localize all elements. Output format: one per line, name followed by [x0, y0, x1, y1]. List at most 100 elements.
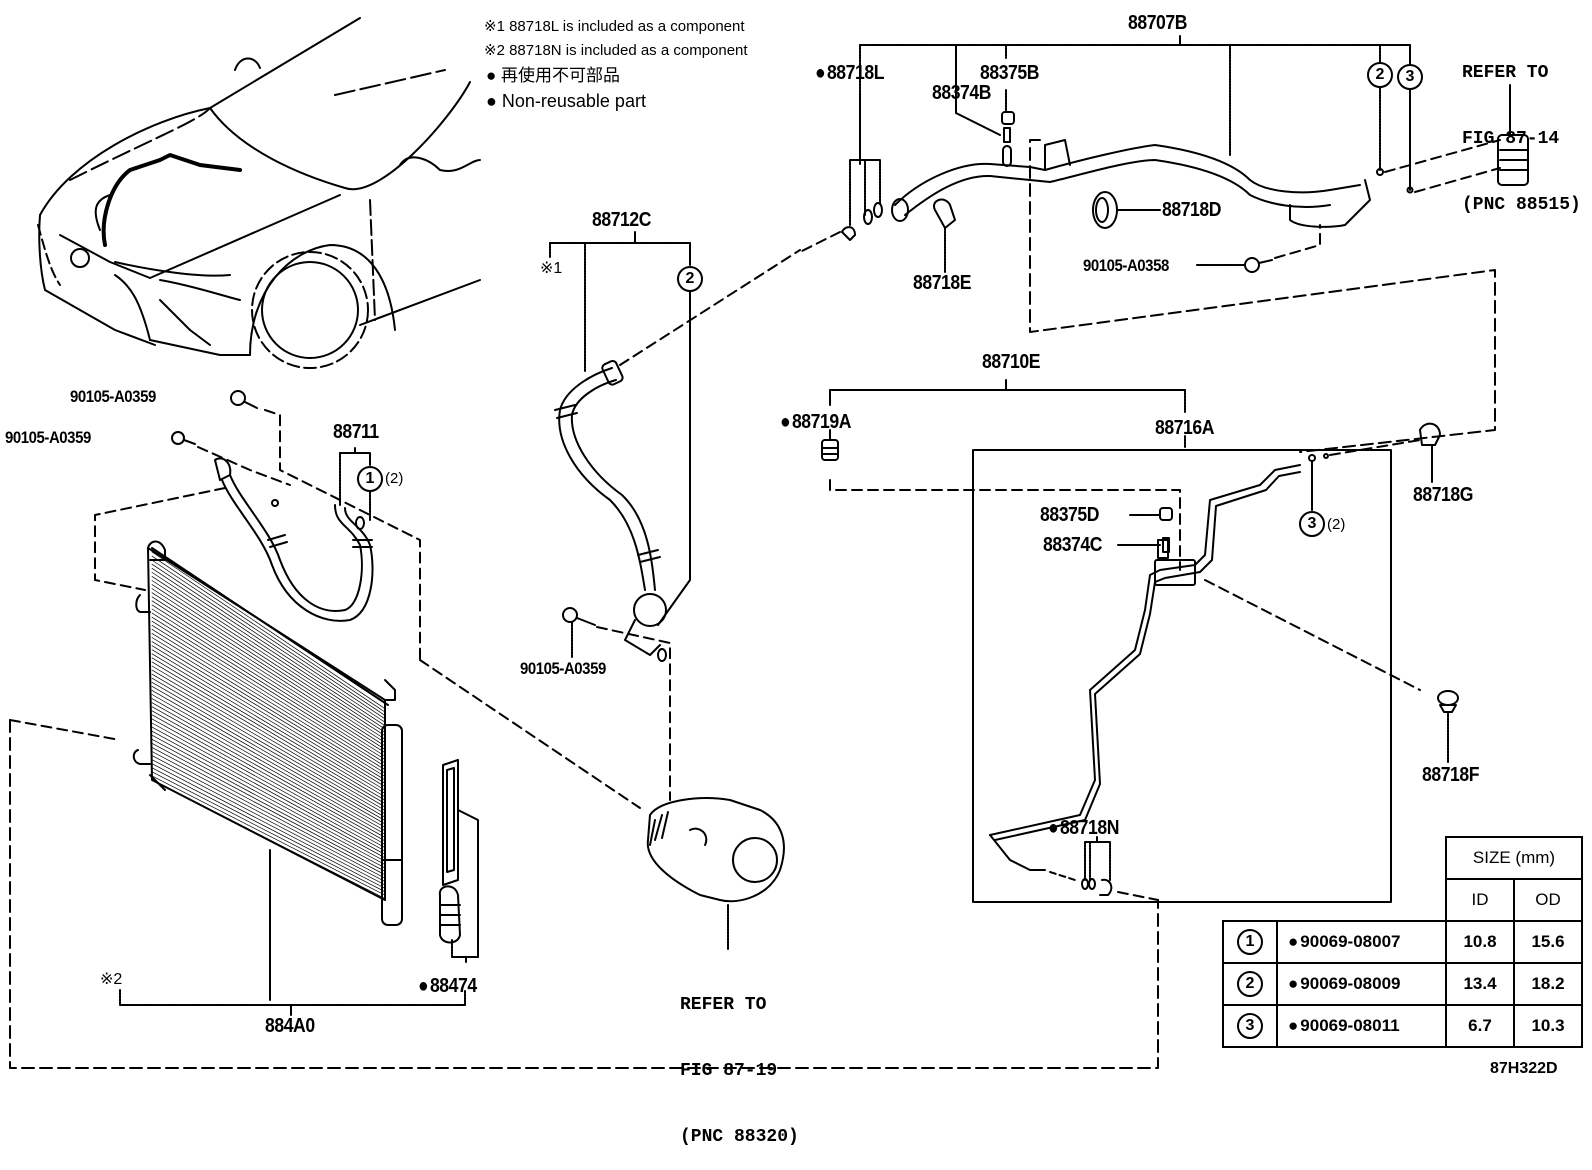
hose-88712C [554, 249, 801, 662]
qty-oring-1: (2) [385, 470, 404, 487]
row-part-number[interactable]: 90069-08011 [1276, 1004, 1447, 1048]
condenser-fin-line [151, 604, 385, 753]
bracket-88710E [829, 379, 1186, 449]
expansion-valve-ref [1497, 134, 1529, 186]
part-label-88707B[interactable]: 88707B [1128, 12, 1188, 34]
condenser-fin-line [151, 759, 385, 882]
condenser-fin-line [151, 657, 385, 797]
condenser-fin-line [151, 629, 385, 773]
condenser-fin-line [151, 743, 385, 868]
condenser-fin-line [151, 718, 385, 848]
pipe-88707B [891, 139, 1501, 228]
condenser-fin-line [151, 633, 385, 777]
vehicle-illustration [37, 17, 481, 369]
condenser-fin-line [151, 596, 385, 746]
note-ref-1: ※1 [540, 260, 563, 277]
condenser-fin-line [151, 734, 385, 862]
part-label-88716A[interactable]: 88716A [1155, 417, 1215, 439]
row-id: 13.4 [1445, 962, 1515, 1006]
col-id-header: ID [1445, 878, 1515, 922]
part-label-88374C[interactable]: 88374C [1043, 534, 1103, 556]
condenser-fin-line [151, 620, 385, 767]
filter-88474 [438, 759, 479, 963]
clamp-88718E [933, 198, 956, 273]
pipe-88716A [989, 439, 1421, 871]
part-label-88718D[interactable]: 88718D [1162, 199, 1222, 221]
oring-ref-3-pipe: 3 [1299, 511, 1325, 537]
condenser-fin-line [151, 584, 385, 736]
oring-ref-2-hose: 2 [677, 266, 703, 292]
condenser-fin-line [151, 559, 385, 716]
refer-to-fig-87-14[interactable]: REFER TO FIG 87-14 (PNC 88515) [1462, 18, 1581, 238]
part-label-88712C[interactable]: 88712C [592, 209, 652, 231]
note-ref-2: ※2 [100, 971, 123, 988]
part-label-90105-A0359-lower[interactable]: 90105-A0359 [5, 428, 91, 447]
condenser-fin-line [151, 551, 385, 709]
part-label-88375B[interactable]: 88375B [980, 62, 1040, 84]
condenser-fin-line [151, 694, 385, 828]
condenser-fin-line [151, 738, 385, 865]
oring-size-table: SIZE (mm) ID OD 1 90069-08007 10.8 15.6 … [1222, 836, 1583, 1048]
condenser-fin-line [151, 775, 385, 895]
condenser-fin-line [151, 714, 385, 845]
part-label-90105-A0359-compressor[interactable]: 90105-A0359 [520, 659, 606, 678]
condenser-fin-line [151, 637, 385, 780]
table-row: 3 90069-08011 6.7 10.3 [1222, 1004, 1583, 1048]
part-label-88719A[interactable]: 88719A [780, 412, 851, 432]
condenser-fin-line [151, 563, 385, 719]
qty-oring-3: (2) [1327, 516, 1346, 533]
part-label-88718L[interactable]: 88718L [815, 63, 885, 83]
part-label-88374B[interactable]: 88374B [932, 82, 992, 104]
row-od: 18.2 [1513, 962, 1583, 1006]
oring-ref-1: 1 [357, 466, 383, 492]
condenser-fin-line [151, 588, 385, 739]
part-label-884A0[interactable]: 884A0 [265, 1015, 315, 1037]
condenser-fin-line [151, 592, 385, 743]
legend-japanese: ● 再使用不可部品 [486, 66, 620, 85]
condenser-fin-line [151, 624, 385, 770]
condenser-fin-line [151, 608, 385, 756]
note-1: ※1 88718L is included as a component [484, 18, 745, 35]
condenser-fin-line [151, 755, 385, 878]
part-label-90105-A0359-upper[interactable]: 90105-A0359 [70, 387, 156, 406]
condenser-fin-line [151, 616, 385, 763]
condenser-884A0 [9, 540, 403, 1001]
condenser-fin-line [151, 763, 385, 885]
condenser-fin-line [151, 747, 385, 872]
row-part-number[interactable]: 90069-08007 [1276, 920, 1447, 964]
condenser-fin-line [151, 677, 385, 814]
row-part-number[interactable]: 90069-08009 [1276, 962, 1447, 1006]
condenser-fin-line [151, 726, 385, 855]
refer-to-fig-87-19[interactable]: REFER TO FIG 87-19 (PNC 88320) [680, 950, 799, 1170]
part-label-88711[interactable]: 88711 [333, 421, 379, 443]
condenser-fin-line [151, 751, 385, 875]
hose-88711 [94, 390, 421, 661]
bracket-884A0 [119, 989, 466, 1016]
row-id: 10.8 [1445, 920, 1515, 964]
part-label-88718G[interactable]: 88718G [1413, 484, 1473, 506]
size-header: SIZE (mm) [1445, 836, 1583, 880]
bracket-88712C [549, 231, 691, 626]
condenser-fin-line [151, 649, 385, 790]
part-label-88718F[interactable]: 88718F [1422, 764, 1480, 786]
condenser-fin-line [151, 600, 385, 750]
part-label-88718E[interactable]: 88718E [913, 272, 972, 294]
condenser-fin-line [151, 567, 385, 722]
condenser-fin-line [151, 580, 385, 733]
row-ref: 2 [1237, 971, 1263, 997]
condenser-fin-line [151, 779, 385, 899]
condenser-fin-line [151, 698, 385, 831]
refer-line: REFER TO [1462, 63, 1549, 83]
part-label-88718N[interactable]: 88718N [1048, 818, 1119, 838]
table-row: 2 90069-08009 13.4 18.2 [1222, 962, 1583, 1006]
part-label-88375D[interactable]: 88375D [1040, 504, 1100, 526]
condenser-fin-line [151, 555, 385, 712]
note-2: ※2 88718N is included as a component [484, 42, 748, 59]
condenser-fin-line [151, 669, 385, 807]
legend-non-reusable: ● Non-reusable part [486, 91, 646, 111]
condenser-fin-line [151, 767, 385, 889]
part-label-90105-A0358[interactable]: 90105-A0358 [1083, 256, 1169, 275]
part-label-88710E[interactable]: 88710E [982, 351, 1041, 373]
part-label-88474[interactable]: 88474 [418, 976, 477, 996]
condenser-fin-line [151, 690, 385, 824]
